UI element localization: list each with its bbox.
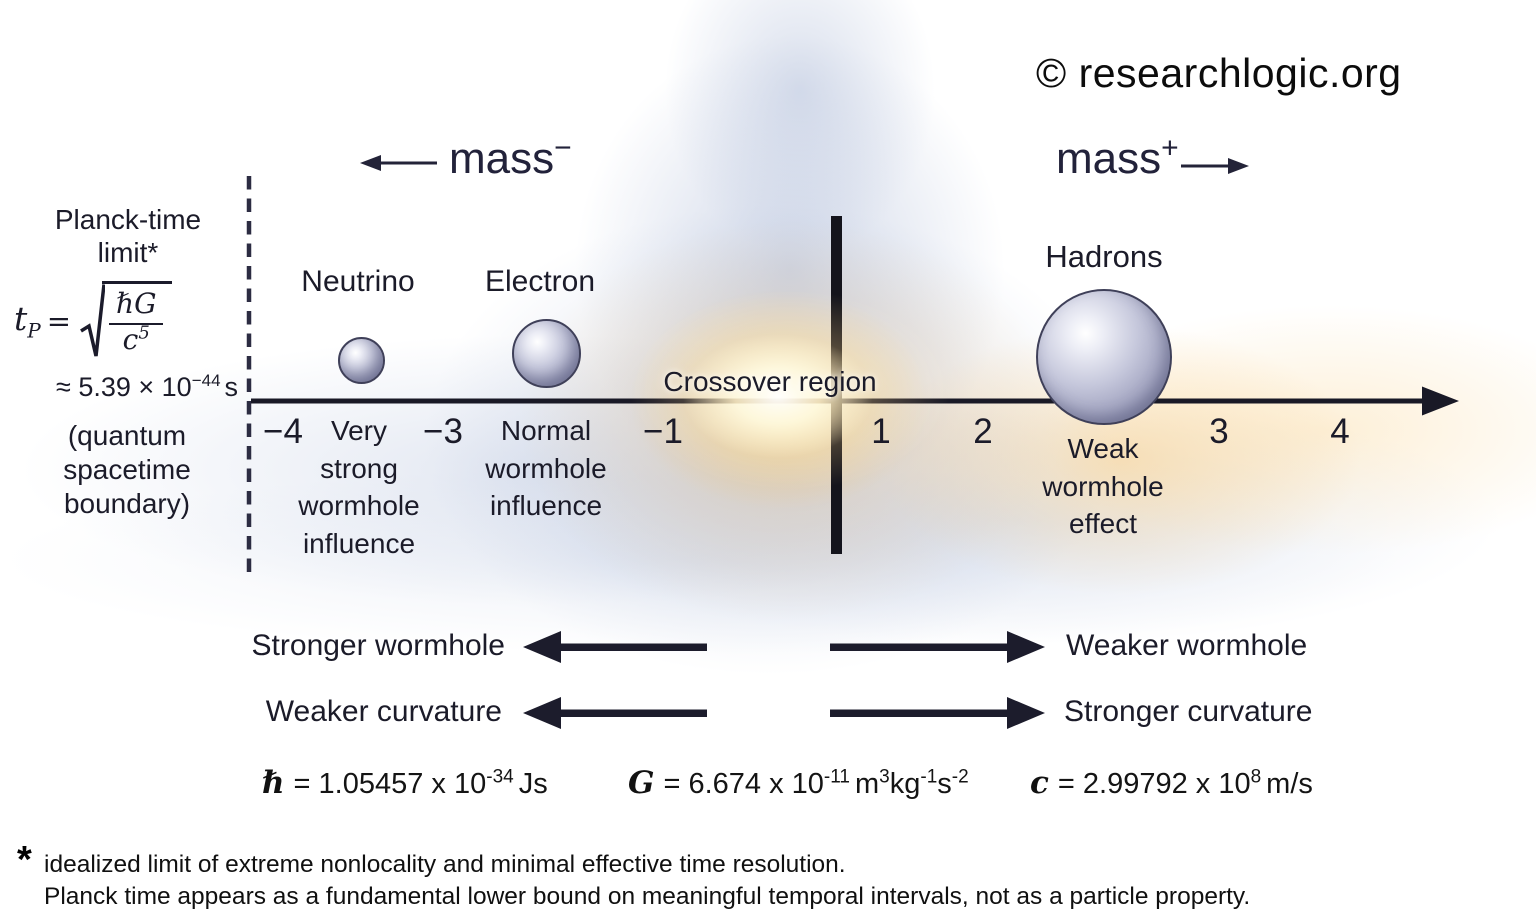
stronger-curvature-arrowhead bbox=[1007, 697, 1045, 729]
planck-title-line1: Planck-time bbox=[54, 204, 202, 235]
region-line: strong bbox=[320, 452, 398, 484]
region-line: influence bbox=[302, 527, 416, 559]
normal-wormhole-region: Normal wormhole influence bbox=[485, 412, 606, 525]
g-symbol: G bbox=[628, 765, 655, 801]
region-line: Normal bbox=[500, 415, 592, 446]
formula-equals: = bbox=[46, 304, 72, 338]
mass-plus-arrowhead bbox=[1228, 158, 1249, 174]
planck-title-line2: limit* bbox=[97, 237, 159, 268]
hadrons-label: Hadrons bbox=[1045, 239, 1163, 274]
weaker-curvature-label: Weaker curvature bbox=[265, 695, 502, 728]
formula-fraction: ℏG c5 bbox=[109, 288, 164, 356]
mass-plus-sup: + bbox=[1161, 131, 1179, 165]
note-line1: (quantum bbox=[67, 420, 187, 451]
formula-var: t bbox=[14, 299, 28, 339]
tick-4: 4 bbox=[1330, 412, 1350, 451]
electron-sphere bbox=[512, 319, 581, 388]
footnote-line1: idealized limit of extreme nonlocality a… bbox=[44, 851, 846, 878]
hbar-symbol: ℏ bbox=[262, 765, 285, 801]
mass-plus-base: mass bbox=[1056, 134, 1162, 183]
quantum-boundary-note: (quantum spacetime boundary) bbox=[63, 419, 191, 521]
tick-minus3: −3 bbox=[423, 412, 463, 451]
fraction-denominator: c5 bbox=[122, 322, 150, 356]
note-line3: boundary) bbox=[63, 488, 191, 519]
footnote-line2: Planck time appears as a fundamental low… bbox=[44, 883, 1251, 910]
denominator-base: c bbox=[122, 322, 139, 356]
tick-2: 2 bbox=[973, 412, 993, 451]
stronger-wormhole-arrow-shaft bbox=[553, 643, 707, 651]
footnote-asterisk: * bbox=[17, 839, 32, 881]
formula-lhs: tP bbox=[14, 299, 41, 343]
planck-time-title: Planck-time limit* bbox=[55, 203, 201, 269]
note-line2: spacetime bbox=[63, 454, 191, 485]
g-unit-m: m bbox=[854, 768, 880, 800]
weaker-wormhole-arrowhead bbox=[1007, 631, 1045, 663]
planck-time-formula: tP = ℏG c5 bbox=[14, 281, 173, 361]
mass-minus-sup: − bbox=[554, 131, 572, 165]
g-unit-s: s bbox=[937, 768, 952, 800]
region-line: wormhole bbox=[485, 452, 607, 484]
hbar-value: = 1.05457 x 10 bbox=[293, 768, 487, 800]
tick-minus4: −4 bbox=[263, 412, 303, 451]
g-exponent: -11 bbox=[823, 766, 850, 788]
radical-body: ℏG c5 bbox=[102, 281, 173, 356]
g-unit-kg-exp: -1 bbox=[920, 766, 938, 788]
neutrino-sphere bbox=[338, 337, 385, 384]
mass-plus-label: mass+ bbox=[1056, 131, 1179, 184]
g-unit-kg: kg bbox=[889, 768, 921, 800]
tick-minus1: −1 bbox=[643, 412, 683, 451]
planck-value-base: ≈ 5.39 × 10 bbox=[56, 372, 192, 402]
electron-label: Electron bbox=[484, 265, 596, 298]
mass-minus-label: mass− bbox=[449, 131, 572, 184]
c-symbol: c bbox=[1030, 765, 1049, 801]
very-strong-wormhole-region: Very strong wormhole influence bbox=[298, 412, 419, 562]
formula-sub: P bbox=[27, 318, 41, 343]
g-unit-m-exp: 3 bbox=[879, 766, 890, 788]
c-exponent: 8 bbox=[1250, 766, 1262, 788]
g-unit-s-exp: -2 bbox=[951, 766, 969, 788]
mass-minus-base: mass bbox=[449, 134, 555, 183]
crossover-region-label: Crossover region bbox=[663, 366, 877, 397]
weaker-curvature-arrowhead bbox=[523, 697, 561, 729]
region-line: influence bbox=[489, 490, 603, 521]
denominator-exponent: 5 bbox=[138, 322, 150, 344]
region-line: Weak bbox=[1067, 433, 1139, 464]
planck-value-unit: s bbox=[224, 372, 239, 402]
stronger-wormhole-arrowhead bbox=[523, 631, 561, 663]
weak-wormhole-region: Weak wormhole effect bbox=[1042, 430, 1163, 543]
weaker-wormhole-label: Weaker wormhole bbox=[1066, 629, 1308, 662]
mass-minus-arrowhead bbox=[360, 155, 381, 171]
hadrons-sphere bbox=[1036, 289, 1172, 425]
neutrino-label: Neutrino bbox=[301, 265, 415, 298]
stronger-curvature-label: Stronger curvature bbox=[1064, 695, 1313, 728]
tick-1: 1 bbox=[871, 412, 891, 451]
stronger-curvature-arrow-shaft bbox=[830, 709, 1009, 717]
c-value: = 2.99792 x 10 bbox=[1057, 768, 1251, 800]
tick-3: 3 bbox=[1209, 412, 1229, 451]
planck-value-exponent: −44 bbox=[191, 371, 221, 390]
hbar-unit: Js bbox=[518, 768, 548, 800]
mass-axis-arrowhead bbox=[1422, 386, 1459, 416]
radical-sign bbox=[80, 284, 106, 357]
weaker-curvature-arrow-shaft bbox=[553, 709, 707, 717]
g-value: = 6.674 x 10 bbox=[663, 768, 824, 800]
fraction-numerator: ℏG bbox=[109, 288, 164, 325]
hbar-exponent: -34 bbox=[486, 766, 514, 788]
c-unit: m/s bbox=[1266, 768, 1313, 800]
stronger-wormhole-label: Stronger wormhole bbox=[251, 629, 505, 662]
region-line: wormhole bbox=[1042, 470, 1164, 502]
region-line: effect bbox=[1069, 508, 1137, 539]
region-line: wormhole bbox=[298, 490, 420, 521]
formula-radical: ℏG c5 bbox=[79, 281, 173, 361]
region-line: Very bbox=[330, 415, 388, 446]
copyright-text: © researchlogic.org bbox=[1036, 50, 1402, 96]
weaker-wormhole-arrow-shaft bbox=[830, 643, 1009, 651]
